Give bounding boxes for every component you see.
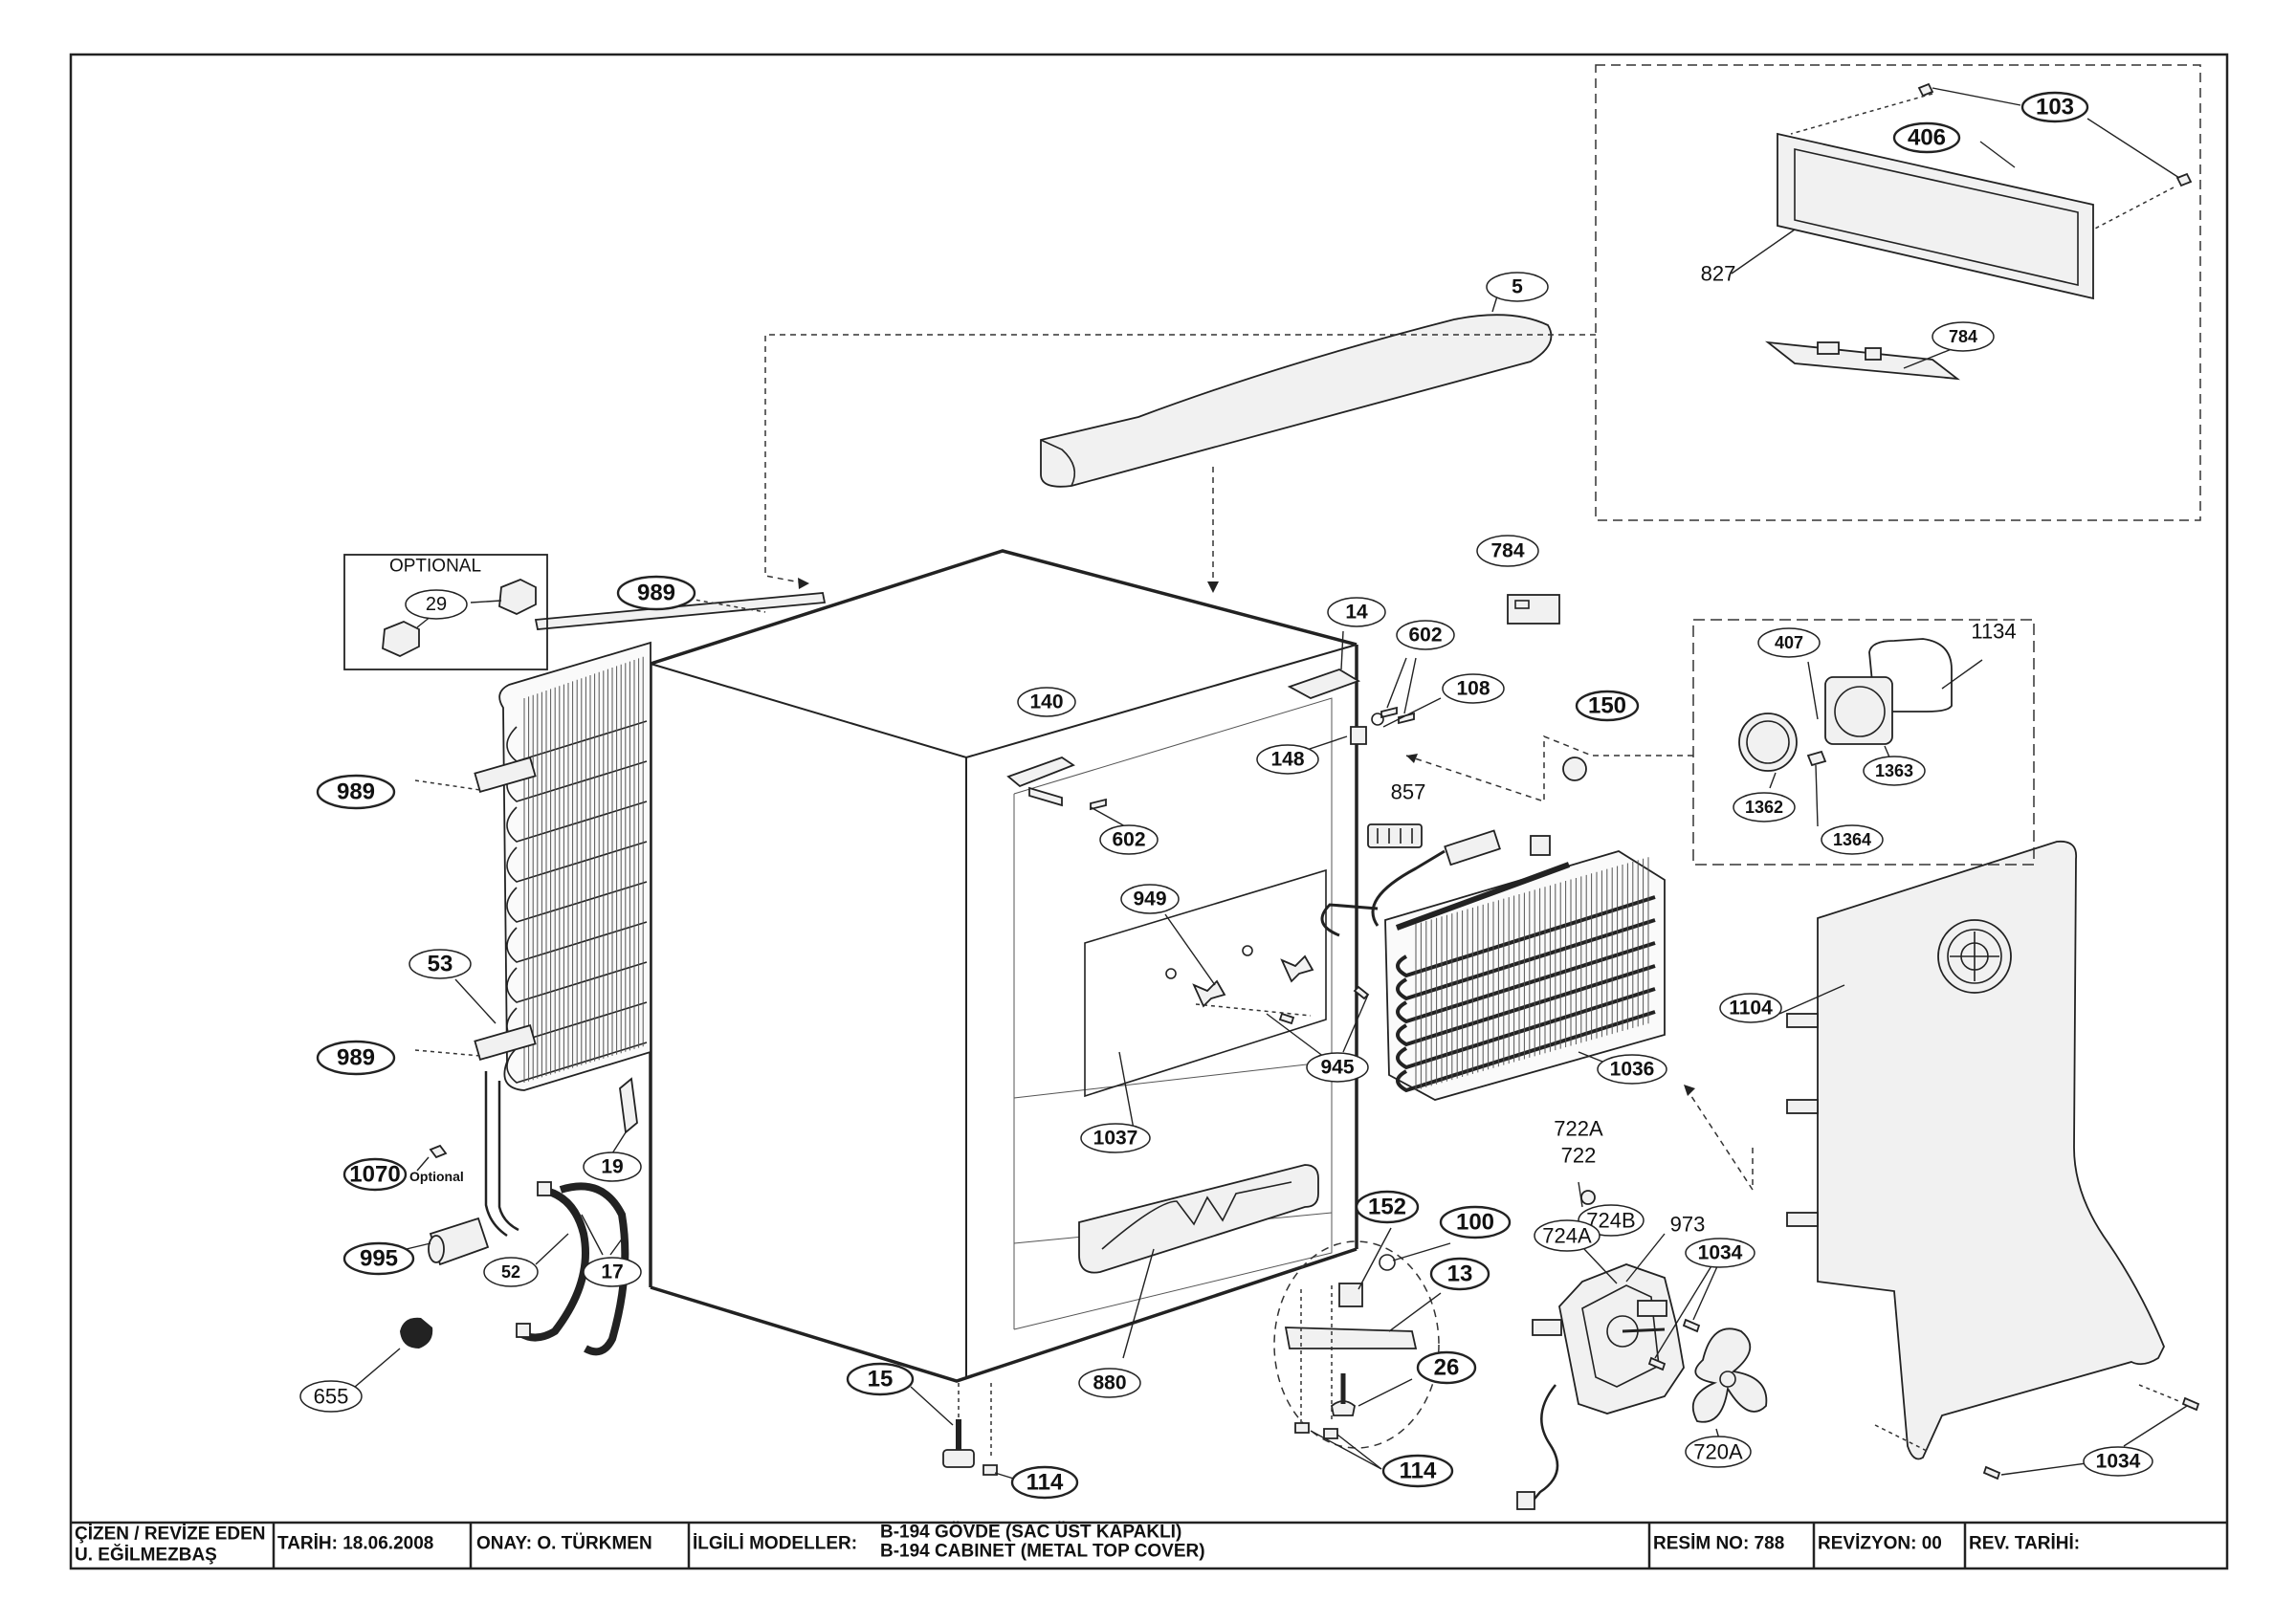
callout-722: 722 — [1561, 1144, 1597, 1168]
callout-784: 784 — [1490, 540, 1524, 562]
optional-note: Optional — [409, 1169, 464, 1184]
callout-945: 945 — [1320, 1057, 1354, 1079]
lid-detail-box — [1595, 64, 2201, 521]
callout-602-top: 602 — [1408, 625, 1442, 647]
callout-114-left: 114 — [1027, 1470, 1064, 1496]
approval-field: ONAY: O. TÜRKMEN — [476, 1534, 652, 1554]
drawn-by-name: U. EĞİLMEZBAŞ — [75, 1545, 217, 1566]
callout-19: 19 — [601, 1156, 623, 1178]
condenser-tube — [506, 1042, 648, 1084]
revision-date-field: REV. TARİHİ: — [1969, 1534, 2080, 1554]
evaporator-coils — [1396, 857, 1656, 1093]
models-label: İLGİLİ MODELLER: — [693, 1534, 857, 1554]
condenser-tube — [506, 881, 648, 923]
model-line-2: B-194 CABINET (METAL TOP COVER) — [880, 1542, 1205, 1562]
callout-152: 152 — [1368, 1195, 1406, 1220]
title-block: ÇİZEN / REVİZE EDEN U. EĞİLMEZBAŞ TARİH:… — [71, 1521, 2227, 1568]
callout-17: 17 — [601, 1261, 623, 1283]
callout-1036: 1036 — [1610, 1059, 1655, 1081]
evaporator — [1320, 829, 1666, 1101]
evaporator-tube — [1396, 895, 1656, 978]
callout-602-lower: 602 — [1112, 829, 1145, 851]
drawn-by-label: ÇİZEN / REVİZE EDEN — [75, 1524, 266, 1545]
condenser-tube — [506, 961, 648, 1003]
callout-26: 26 — [1434, 1355, 1460, 1381]
callout-14: 14 — [1345, 602, 1368, 624]
callout-53: 53 — [428, 952, 453, 977]
callout-150: 150 — [1588, 693, 1626, 719]
drawing-frame — [69, 53, 2229, 1570]
lamp-detail — [1405, 619, 2035, 866]
callout-1364: 1364 — [1833, 830, 1871, 849]
callout-103: 103 — [2036, 95, 2074, 121]
callout-722A: 722A — [1554, 1117, 1603, 1141]
top-cover — [764, 286, 1596, 593]
callout-989-mid: 989 — [337, 779, 375, 805]
optional-title: OPTIONAL — [389, 557, 481, 577]
callout-labels: 103 406 827 784 5 784 989 29 140 14 602 … — [299, 91, 2153, 1500]
callout-989-top: 989 — [637, 581, 675, 606]
callout-655: 655 — [314, 1385, 349, 1409]
optional-box: OPTIONAL — [343, 554, 548, 670]
callout-407: 407 — [1775, 633, 1803, 652]
callout-1034-top: 1034 — [1698, 1242, 1743, 1264]
callout-989-bottom: 989 — [337, 1045, 375, 1071]
callout-5: 5 — [1512, 276, 1523, 298]
callout-100: 100 — [1456, 1210, 1494, 1236]
callout-1134: 1134 — [1971, 620, 2016, 644]
callout-148: 148 — [1270, 749, 1304, 771]
callout-1363: 1363 — [1875, 761, 1913, 780]
callout-949: 949 — [1133, 888, 1166, 910]
callout-724A: 724A — [1542, 1224, 1592, 1248]
evaporator-tube — [1396, 987, 1656, 1070]
revision-field: REVİZYON: 00 — [1818, 1534, 1942, 1554]
evaporator-tube — [1396, 1010, 1656, 1093]
callout-1034-bottom: 1034 — [2096, 1451, 2141, 1473]
model-line-1: B-194 GÖVDE (SAC ÜST KAPAKLI) — [880, 1523, 1181, 1543]
evaporator-tube — [1396, 964, 1656, 1047]
hardware — [1090, 594, 1845, 1193]
date-field: TARİH: 18.06.2008 — [277, 1534, 433, 1554]
callout-114-right: 114 — [1400, 1459, 1437, 1484]
fan-cover — [1786, 840, 2165, 1460]
callout-52: 52 — [501, 1262, 520, 1282]
cabinet-body — [649, 549, 1361, 1383]
callout-13: 13 — [1447, 1261, 1473, 1287]
callout-1037: 1037 — [1093, 1128, 1138, 1150]
callout-720A: 720A — [1693, 1440, 1743, 1464]
callout-995: 995 — [360, 1246, 398, 1272]
callout-1070: 1070 — [349, 1162, 400, 1188]
callout-1362: 1362 — [1745, 798, 1783, 817]
callout-1104: 1104 — [1729, 998, 1773, 1020]
condenser-tube — [506, 921, 648, 963]
fan-motor — [1516, 1181, 2200, 1510]
condenser-tube — [506, 801, 648, 843]
condenser-tube — [506, 841, 648, 883]
drawing-number: RESİM NO: 788 — [1653, 1534, 1784, 1554]
callout-406: 406 — [1908, 125, 1946, 151]
evaporator-tube — [1396, 918, 1656, 1001]
evaporator-tube — [1396, 941, 1656, 1024]
callout-973: 973 — [1670, 1213, 1706, 1237]
condenser-coils — [506, 656, 648, 1084]
left-lower-parts — [347, 598, 766, 1393]
callout-108: 108 — [1456, 678, 1490, 700]
callout-827: 827 — [1701, 262, 1736, 286]
callout-15: 15 — [868, 1367, 894, 1393]
callout-857: 857 — [1391, 780, 1426, 804]
condenser — [474, 592, 827, 1238]
callout-29: 29 — [426, 594, 447, 615]
callout-880: 880 — [1093, 1372, 1126, 1394]
callout-784-top: 784 — [1949, 327, 1977, 346]
callout-140: 140 — [1029, 691, 1063, 713]
